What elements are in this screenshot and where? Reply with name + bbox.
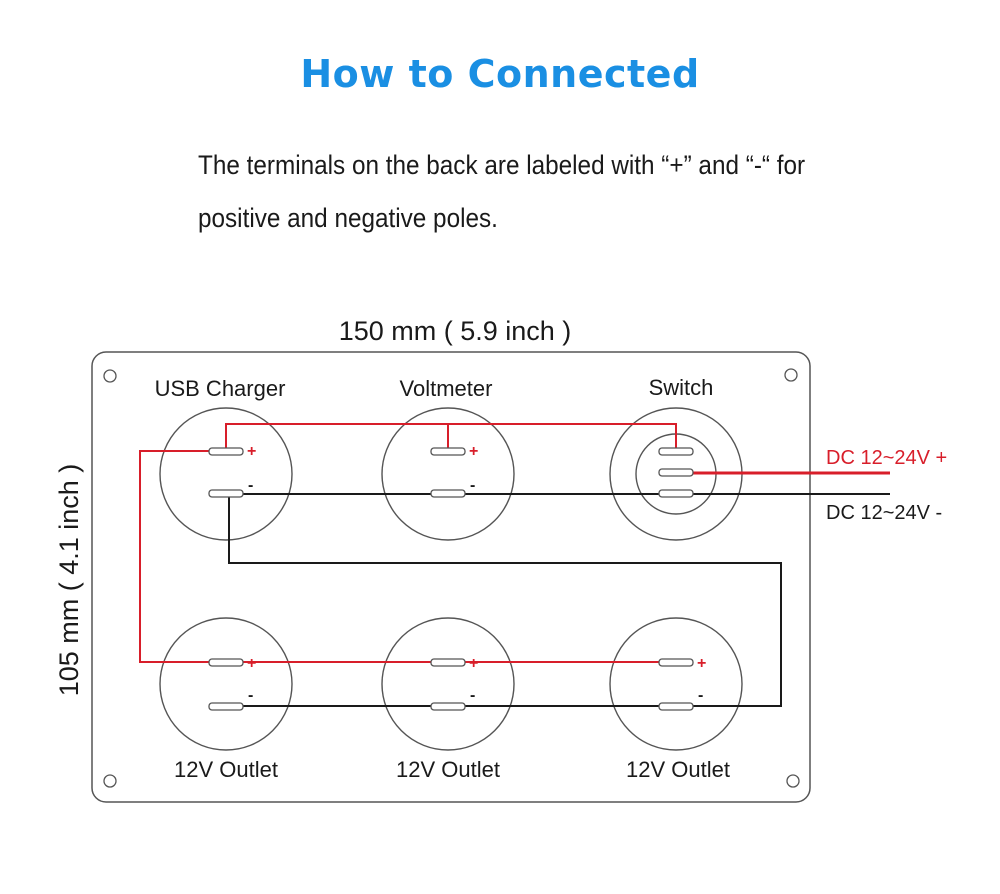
terminals [208,447,694,711]
outlet-2-minus-terminal [430,702,466,711]
supply-positive-label: DC 12~24V + [826,447,947,469]
usb-plus-mark: + [247,443,256,460]
voltmeter-plus-terminal [430,447,466,456]
mounting-hole-icon [103,774,117,788]
negative-return-wire [228,494,782,707]
switch-label: Switch [649,375,714,400]
usb-minus-mark: - [248,477,253,494]
mounting-hole-icon [103,369,117,383]
switch-terminal-1 [658,447,694,456]
outlet-1-socket [159,617,293,751]
voltmeter-label: Voltmeter [400,376,493,401]
usb-minus-terminal [208,489,244,498]
voltmeter-socket [381,407,515,541]
usb-charger-label: USB Charger [155,376,286,401]
description-line-2: positive and negative poles. [198,203,498,233]
supply-negative-label: DC 12~24V - [826,502,942,524]
outlet-3-minus-terminal [658,702,694,711]
voltmeter-minus-mark: - [470,477,475,494]
outlet-2-socket [381,617,515,751]
height-dimension-label: 105 mm ( 4.1 inch ) [54,464,84,697]
outlet-3-socket [609,617,743,751]
voltmeter-minus-terminal [430,489,466,498]
description-line-1: The terminals on the back are labeled wi… [198,150,806,180]
outlet-3-plus-mark: + [697,655,706,672]
outlet-2-minus-mark: - [470,687,475,704]
usb-charger-socket [159,407,293,541]
width-dimension-label: 150 mm ( 5.9 inch ) [339,316,572,346]
positive-wiring [139,423,890,663]
page-title: How to Connected [300,52,700,96]
voltmeter-plus-mark: + [469,443,478,460]
outlet-1-plus-terminal [208,658,244,667]
outlet-feed-wire [139,450,676,663]
mounting-hole-icon [786,774,800,788]
outlet-3-plus-terminal [658,658,694,667]
outlet-1-label: 12V Outlet [174,757,278,782]
switch-terminal-3 [658,489,694,498]
switch-terminal-2 [658,468,694,477]
outlet-2-plus-mark: + [469,655,478,672]
outlet-2-plus-terminal [430,658,466,667]
outlet-1-minus-mark: - [248,687,253,704]
outlet-2-label: 12V Outlet [396,757,500,782]
outlet-3-minus-mark: - [698,687,703,704]
mounting-hole-icon [784,368,798,382]
outlet-1-minus-terminal [208,702,244,711]
negative-wiring [226,493,890,707]
switch-to-accessory-wire [225,423,677,451]
outlet-1-plus-mark: + [247,655,256,672]
usb-plus-terminal [208,447,244,456]
outlet-3-label: 12V Outlet [626,757,730,782]
panel-outline [91,351,811,803]
